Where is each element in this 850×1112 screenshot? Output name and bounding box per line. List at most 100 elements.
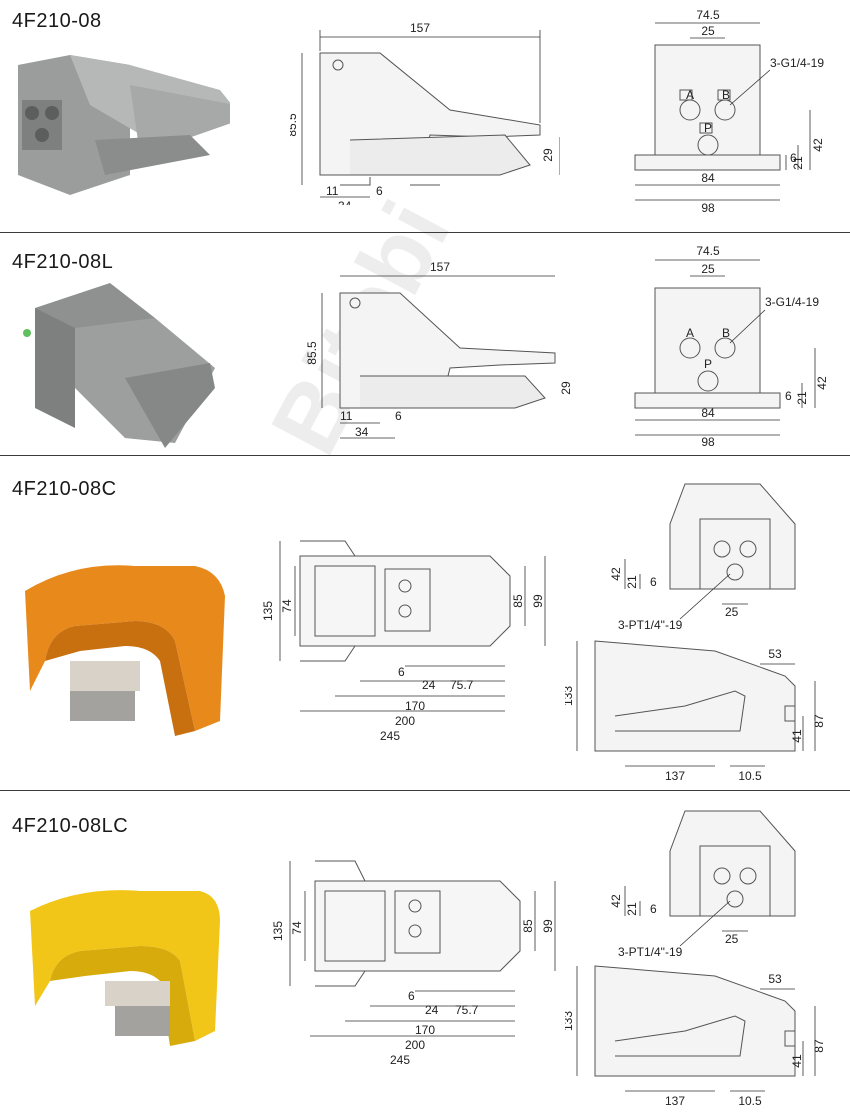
dim-53: 53 <box>768 972 782 986</box>
dim-21: 21 <box>795 391 809 405</box>
dim-11: 11 <box>326 184 339 198</box>
dim-75-7: 75.7 <box>450 678 474 692</box>
dim-200: 200 <box>395 714 415 728</box>
section-4f210-08lc: 4F210-08LC 135 74 85 99 6 24 75.7 170 20 <box>0 791 850 1112</box>
product-photo <box>30 890 220 1046</box>
dim-245: 245 <box>380 729 400 743</box>
section-divider <box>0 232 850 233</box>
dim-245: 245 <box>390 1053 410 1067</box>
dim-34: 34 <box>355 425 369 439</box>
dim-99: 99 <box>531 594 545 608</box>
dim-height: 85.5 <box>290 113 299 137</box>
dim-h6: 6 <box>650 902 657 916</box>
dim-length: 157 <box>430 260 450 274</box>
product-photo <box>18 55 230 195</box>
section-divider <box>0 790 850 791</box>
dim-75-7: 75.7 <box>455 1003 479 1017</box>
dim-pitch: 25 <box>701 262 715 276</box>
dim-135: 135 <box>261 601 275 621</box>
dim-base: 84 <box>701 171 715 185</box>
dim-170: 170 <box>415 1023 435 1037</box>
front-view-drawing: 42 21 6 25 3-PT1/4"-19 <box>609 483 796 632</box>
dim-85: 85 <box>521 919 535 933</box>
top-view-drawing: 135 74 85 99 6 24 75.7 170 200 245 <box>261 540 546 743</box>
dim-74: 74 <box>290 921 304 935</box>
dim-24: 24 <box>425 1003 439 1017</box>
dim-length: 157 <box>410 21 430 35</box>
dim-6: 6 <box>376 184 383 198</box>
dim-42: 42 <box>811 138 825 152</box>
product-photo <box>23 283 215 448</box>
port-a-label: A <box>686 326 694 340</box>
dim-85: 85 <box>511 594 525 608</box>
dim-10-5: 10.5 <box>738 1094 762 1108</box>
dim-87: 87 <box>812 714 825 728</box>
model-title: 4F210-08L <box>12 251 114 273</box>
dim-base: 84 <box>701 406 715 420</box>
side-view-drawing: 157 85.5 29 11 34 6 <box>290 21 560 205</box>
dim-21: 21 <box>625 902 639 916</box>
dim-133: 133 <box>565 686 575 706</box>
dim-42: 42 <box>609 894 623 908</box>
dim-137: 137 <box>665 769 685 783</box>
front-view-drawing: A B P 74.5 25 3-G1/4-19 42 21 6 84 98 <box>634 8 825 215</box>
port-b-label: B <box>722 326 730 340</box>
side-view-drawing: 157 85.5 29 11 34 6 <box>305 260 570 439</box>
dim-h6: 6 <box>790 151 797 165</box>
port-p-label: P <box>704 357 712 371</box>
dim-width: 74.5 <box>696 244 720 258</box>
dim-200: 200 <box>405 1038 425 1052</box>
section-divider <box>0 455 850 456</box>
dim-pedal: 29 <box>541 148 555 162</box>
dim-10-5: 10.5 <box>738 769 762 783</box>
dim-34: 34 <box>338 199 352 205</box>
dim-135: 135 <box>271 921 285 941</box>
dim-total: 98 <box>701 201 715 215</box>
dim-pitch: 25 <box>725 605 739 619</box>
dim-74: 74 <box>280 599 294 613</box>
dim-21: 21 <box>625 575 639 589</box>
front-view-drawing: 42 21 6 25 3-PT1/4"-19 <box>609 810 796 959</box>
dim-h6: 6 <box>650 575 657 589</box>
port-b-label: B <box>722 88 730 102</box>
dim-42: 42 <box>815 376 829 390</box>
dim-h6: 6 <box>785 389 792 403</box>
top-view-drawing: 135 74 85 99 6 24 75.7 170 200 245 <box>271 860 556 1067</box>
side-view-drawing: 133 53 87 41 137 10.5 <box>565 965 825 1108</box>
port-spec: 3-G1/4-19 <box>765 295 819 309</box>
dim-42: 42 <box>609 567 623 581</box>
dim-87: 87 <box>812 1039 825 1053</box>
front-view-drawing: A B P 74.5 25 3-G1/4-19 42 21 6 84 98 <box>634 244 829 448</box>
dim-pedal: 29 <box>559 381 570 395</box>
dim-height: 85.5 <box>305 341 319 365</box>
port-p-label: P <box>704 121 712 135</box>
dim-11: 11 <box>340 409 353 423</box>
product-photo <box>25 565 225 736</box>
port-spec: 3-G1/4-19 <box>770 56 824 70</box>
dim-170: 170 <box>405 699 425 713</box>
dim-137: 137 <box>665 1094 685 1108</box>
section-4f210-08: 4F210-08 157 85.5 29 11 34 6 <box>0 0 850 232</box>
port-spec: 3-PT1/4"-19 <box>618 618 683 632</box>
model-title: 4F210-08C <box>12 478 117 500</box>
dim-6: 6 <box>398 665 405 679</box>
dim-width: 74.5 <box>696 8 720 22</box>
model-title: 4F210-08 <box>12 10 102 32</box>
dim-99: 99 <box>541 919 555 933</box>
side-view-drawing: 133 53 87 41 137 10.5 <box>565 640 825 783</box>
port-spec: 3-PT1/4"-19 <box>618 945 683 959</box>
port-a-label: A <box>686 88 694 102</box>
dim-24: 24 <box>422 678 436 692</box>
dim-41: 41 <box>790 729 804 743</box>
dim-6: 6 <box>395 409 402 423</box>
dim-53: 53 <box>768 647 782 661</box>
section-4f210-08l: 4F210-08L 157 85.5 29 11 34 6 <box>0 233 850 455</box>
section-4f210-08c: 4F210-08C 135 74 85 99 6 24 75.7 170 <box>0 456 850 790</box>
dim-total: 98 <box>701 435 715 448</box>
dim-21: 21 <box>791 156 805 170</box>
dim-pitch: 25 <box>725 932 739 946</box>
dim-133: 133 <box>565 1011 575 1031</box>
dim-6: 6 <box>408 989 415 1003</box>
dim-41: 41 <box>790 1054 804 1068</box>
dim-pitch: 25 <box>701 24 715 38</box>
